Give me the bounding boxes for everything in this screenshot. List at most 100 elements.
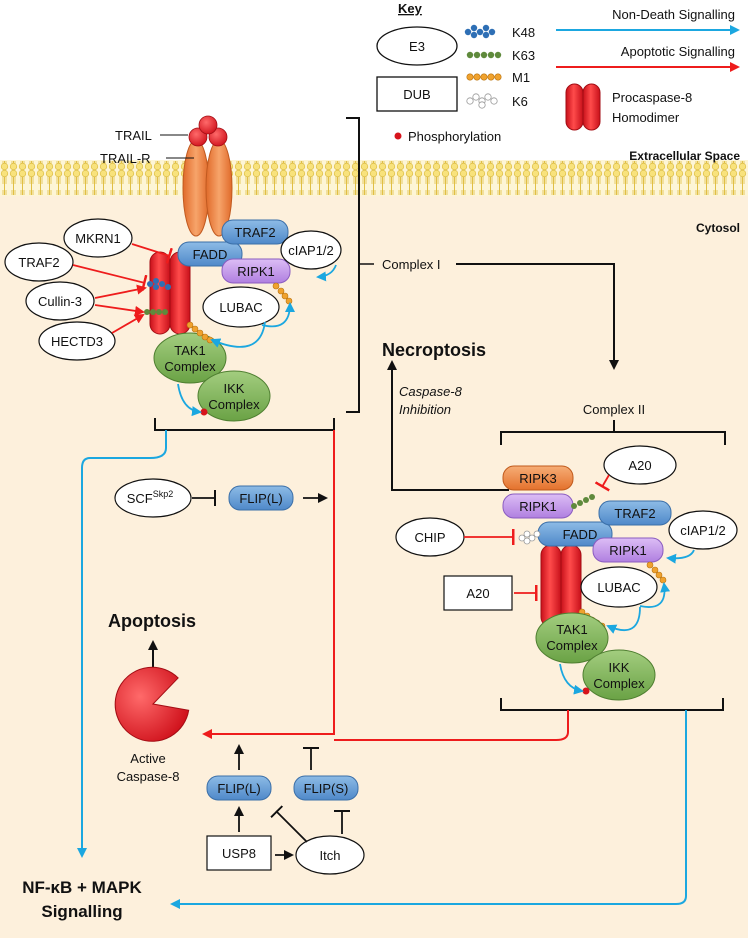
k63-chain-c2 [571, 494, 595, 509]
key-k48-label: K48 [512, 25, 535, 40]
mkrn1-label: MKRN1 [75, 231, 121, 246]
extracellular-label: Extracellular Space [629, 149, 740, 163]
scf-label: SCFSkp2 [127, 489, 174, 506]
hectd3-label: HECTD3 [51, 334, 103, 349]
fadd-c2-label: FADD [563, 527, 598, 542]
tak1-c2-line1: TAK1 [556, 622, 588, 637]
ciap-c2 [668, 510, 738, 550]
mkrn1-e3 [63, 218, 133, 258]
tak1-c1-line2: Complex [164, 359, 216, 374]
usp8-dub [206, 835, 272, 871]
usp8-label: USP8 [222, 846, 256, 861]
key-apoptotic-label: Apoptotic Signalling [621, 44, 735, 59]
trail-label: TRAIL [115, 128, 152, 143]
chip-label: CHIP [414, 530, 445, 545]
flip-s [293, 775, 359, 801]
key-k6-label: K6 [512, 94, 528, 109]
apoptosis-label: Apoptosis [108, 611, 196, 631]
key-procaspase-line1: Procaspase-8 [612, 90, 692, 105]
ripk1-c2a-label: RIPK1 [519, 499, 557, 514]
trail-r-label: TRAIL-R [100, 151, 151, 166]
ripk3-label: RIPK3 [519, 471, 557, 486]
necroptosis-label: Necroptosis [382, 340, 486, 360]
complex-i-lower-bracket [154, 418, 335, 431]
key-e3-label: E3 [409, 39, 425, 54]
caspase-inhibition-line1: Caspase-8 [399, 384, 463, 399]
complex-ii-bracket [500, 431, 726, 445]
lubac-c2 [580, 566, 658, 608]
nfkb-line1: NF-κB + MAPK [22, 878, 142, 897]
ripk3 [502, 465, 574, 491]
lubac-c2-label: LUBAC [597, 580, 640, 595]
active-caspase-8-shape [114, 666, 190, 742]
ikk-c1-line2: Complex [208, 397, 260, 412]
fadd-c1 [177, 241, 243, 267]
flip-l-label: FLIP(L) [217, 781, 260, 796]
hectd3-e3 [38, 321, 116, 361]
ripk1-c1-label: RIPK1 [237, 264, 275, 279]
complex-ii-lower-bracket [500, 698, 724, 711]
traf2-c1 [221, 219, 289, 245]
ciap-c1-label: cIAP1/2 [288, 243, 334, 258]
m1-chain-c1-ripk1 [272, 282, 293, 305]
tak1-complex-c2 [535, 612, 609, 664]
key-procaspase-line2: Homodimer [612, 110, 680, 125]
lubac-c1-label: LUBAC [219, 300, 262, 315]
key-non-death-label: Non-Death Signalling [612, 7, 735, 22]
phosphorylation-dot-c2 [582, 687, 590, 695]
ikk-c2-line2: Complex [593, 676, 645, 691]
cell-membrane [0, 161, 748, 195]
a20-dub-label: A20 [466, 586, 489, 601]
m1-chain-c2-ripk1 [646, 561, 667, 584]
key-phosphorylation-label: Phosphorylation [408, 129, 501, 144]
nfkb-line2: Signalling [41, 902, 122, 921]
cullin3-label: Cullin-3 [38, 294, 82, 309]
a20-top-label: A20 [628, 458, 651, 473]
k63-chain-icon [466, 51, 502, 59]
phosphorylation-icon [394, 132, 402, 140]
tak1-c1-line1: TAK1 [174, 343, 206, 358]
traf2-c2-label: TRAF2 [614, 506, 655, 521]
itch-label: Itch [320, 848, 341, 863]
ikk-complex-c1 [197, 370, 271, 422]
cullin3-e3 [25, 281, 95, 321]
key-k63-label: K63 [512, 48, 535, 63]
active-caspase-line1: Active [130, 751, 165, 766]
tak1-c2-line2: Complex [546, 638, 598, 653]
m1-chain-icon [466, 73, 502, 81]
ikk-complex-c2 [582, 649, 656, 701]
fadd-c1-label: FADD [193, 247, 228, 262]
flip-s-label: FLIP(S) [304, 781, 349, 796]
a20-e3 [603, 445, 677, 485]
complex-i-bracket [346, 117, 360, 413]
a20-dub [443, 575, 513, 611]
tak1-complex-c1 [153, 332, 227, 384]
flip-l [206, 775, 272, 801]
key-e3-shape [376, 26, 458, 66]
cytosol-label: Cytosol [696, 221, 740, 235]
ikk-c1-line1: IKK [224, 381, 245, 396]
active-caspase-line2: Caspase-8 [117, 769, 180, 784]
k63-chain-c1 [144, 309, 168, 315]
complex-ii-label: Complex II [583, 402, 645, 417]
k6-chain-c2 [518, 530, 541, 545]
traf2-c2 [598, 500, 672, 526]
key-procaspase-icon [565, 83, 601, 131]
k48-chain-c1 [147, 278, 171, 290]
flip-l-top-label: FLIP(L) [239, 491, 282, 506]
trail-ligand [188, 115, 228, 147]
k6-chain-icon [466, 93, 498, 109]
ripk1-c2b-label: RIPK1 [609, 543, 647, 558]
complex-i-label: Complex I [382, 257, 441, 272]
lubac-c1 [202, 286, 280, 328]
ciap-c1 [280, 230, 342, 270]
traf2-c1-label: TRAF2 [234, 225, 275, 240]
ripk1-c1 [221, 258, 291, 284]
key-m1-label: M1 [512, 70, 530, 85]
ciap-c2-label: cIAP1/2 [680, 523, 726, 538]
k48-chain-icon [464, 24, 496, 39]
ripk1-c2b [592, 537, 664, 563]
key-title: Key [398, 1, 423, 16]
